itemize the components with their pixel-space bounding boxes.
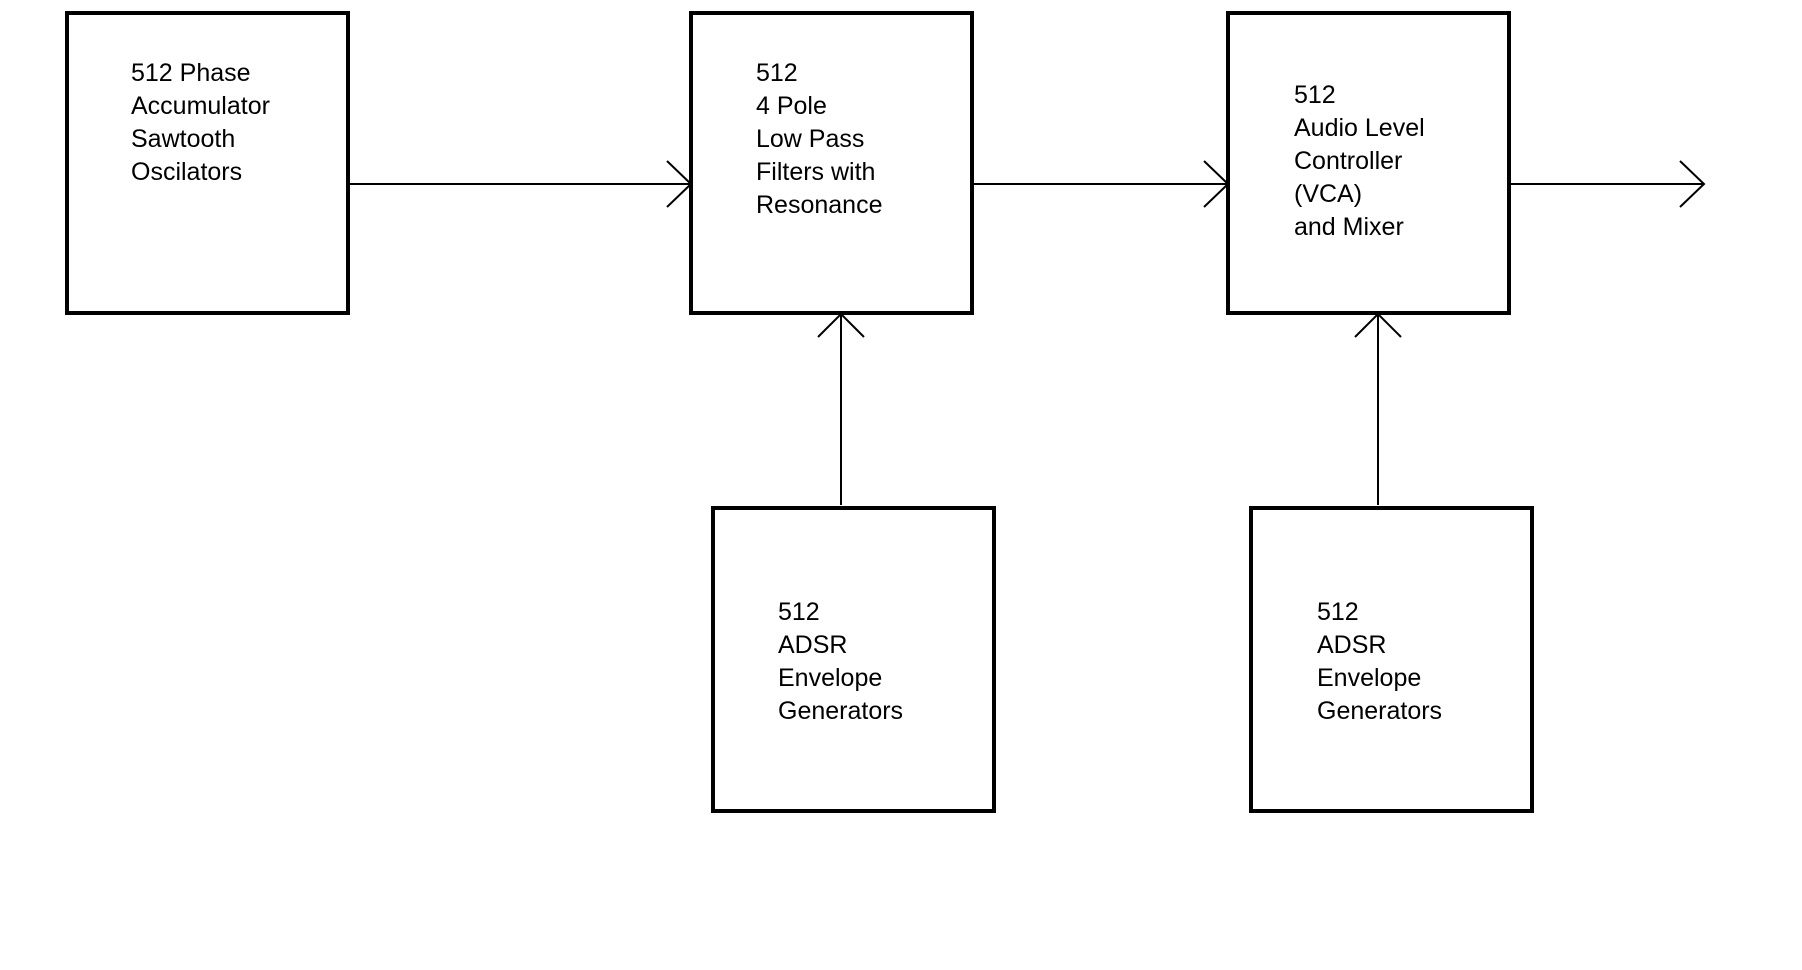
block-filter-envelope: 512 ADSR Envelope Generators: [711, 506, 996, 813]
block-oscillators-box: [65, 11, 350, 315]
block-vca-line-3: Controller: [1294, 147, 1402, 175]
block-oscillators-line-3: Sawtooth: [131, 125, 235, 153]
block-filters-box: [689, 11, 974, 315]
block-vca-line-2: Audio Level: [1294, 114, 1425, 142]
block-filters-line-4: Filters with: [756, 158, 875, 186]
block-vca-line-5: and Mixer: [1294, 213, 1404, 241]
block-vca-line-1: 512: [1294, 81, 1336, 109]
block-filters-line-1: 512: [756, 59, 798, 87]
block-vca-envelope-line-1: 512: [1317, 598, 1359, 626]
block-vca-label: 512 Audio Level Controller (VCA) and Mix…: [1294, 81, 1432, 241]
block-oscillators-label: 512 Phase Accumulator Sawtooth Oscilator…: [131, 59, 277, 186]
block-filters-line-5: Resonance: [756, 191, 882, 219]
block-oscillators-line-2: Accumulator: [131, 92, 270, 120]
block-filter-envelope-label: 512 ADSR Envelope Generators: [778, 598, 903, 725]
block-vca: 512 Audio Level Controller (VCA) and Mix…: [1226, 11, 1511, 315]
block-vca-box: [1226, 11, 1511, 315]
block-vca-envelope-line-2: ADSR: [1317, 631, 1386, 659]
block-filter-envelope-line-4: Generators: [778, 697, 903, 725]
block-filter-envelope-line-1: 512: [778, 598, 820, 626]
block-vca-line-4: (VCA): [1294, 180, 1362, 208]
block-vca-envelope-line-3: Envelope: [1317, 664, 1421, 692]
block-oscillators-line-1: 512 Phase: [131, 59, 251, 87]
block-filters-label: 512 4 Pole Low Pass Filters with Resonan…: [756, 59, 882, 219]
block-filters-line-3: Low Pass: [756, 125, 864, 153]
block-filters-line-2: 4 Pole: [756, 92, 827, 120]
block-filter-envelope-line-3: Envelope: [778, 664, 882, 692]
block-vca-envelope-line-4: Generators: [1317, 697, 1442, 725]
block-filter-envelope-box: [711, 506, 996, 813]
block-filters: 512 4 Pole Low Pass Filters with Resonan…: [689, 11, 974, 315]
block-oscillators-line-4: Oscilators: [131, 158, 242, 186]
block-vca-envelope-box: [1249, 506, 1534, 813]
output-arrowhead: [1679, 160, 1706, 208]
block-vca-envelope: 512 ADSR Envelope Generators: [1249, 506, 1534, 813]
connections: [347, 160, 1706, 505]
block-filter-envelope-line-2: ADSR: [778, 631, 847, 659]
block-oscillators: 512 Phase Accumulator Sawtooth Oscilator…: [65, 11, 350, 315]
block-vca-envelope-label: 512 ADSR Envelope Generators: [1317, 598, 1442, 725]
